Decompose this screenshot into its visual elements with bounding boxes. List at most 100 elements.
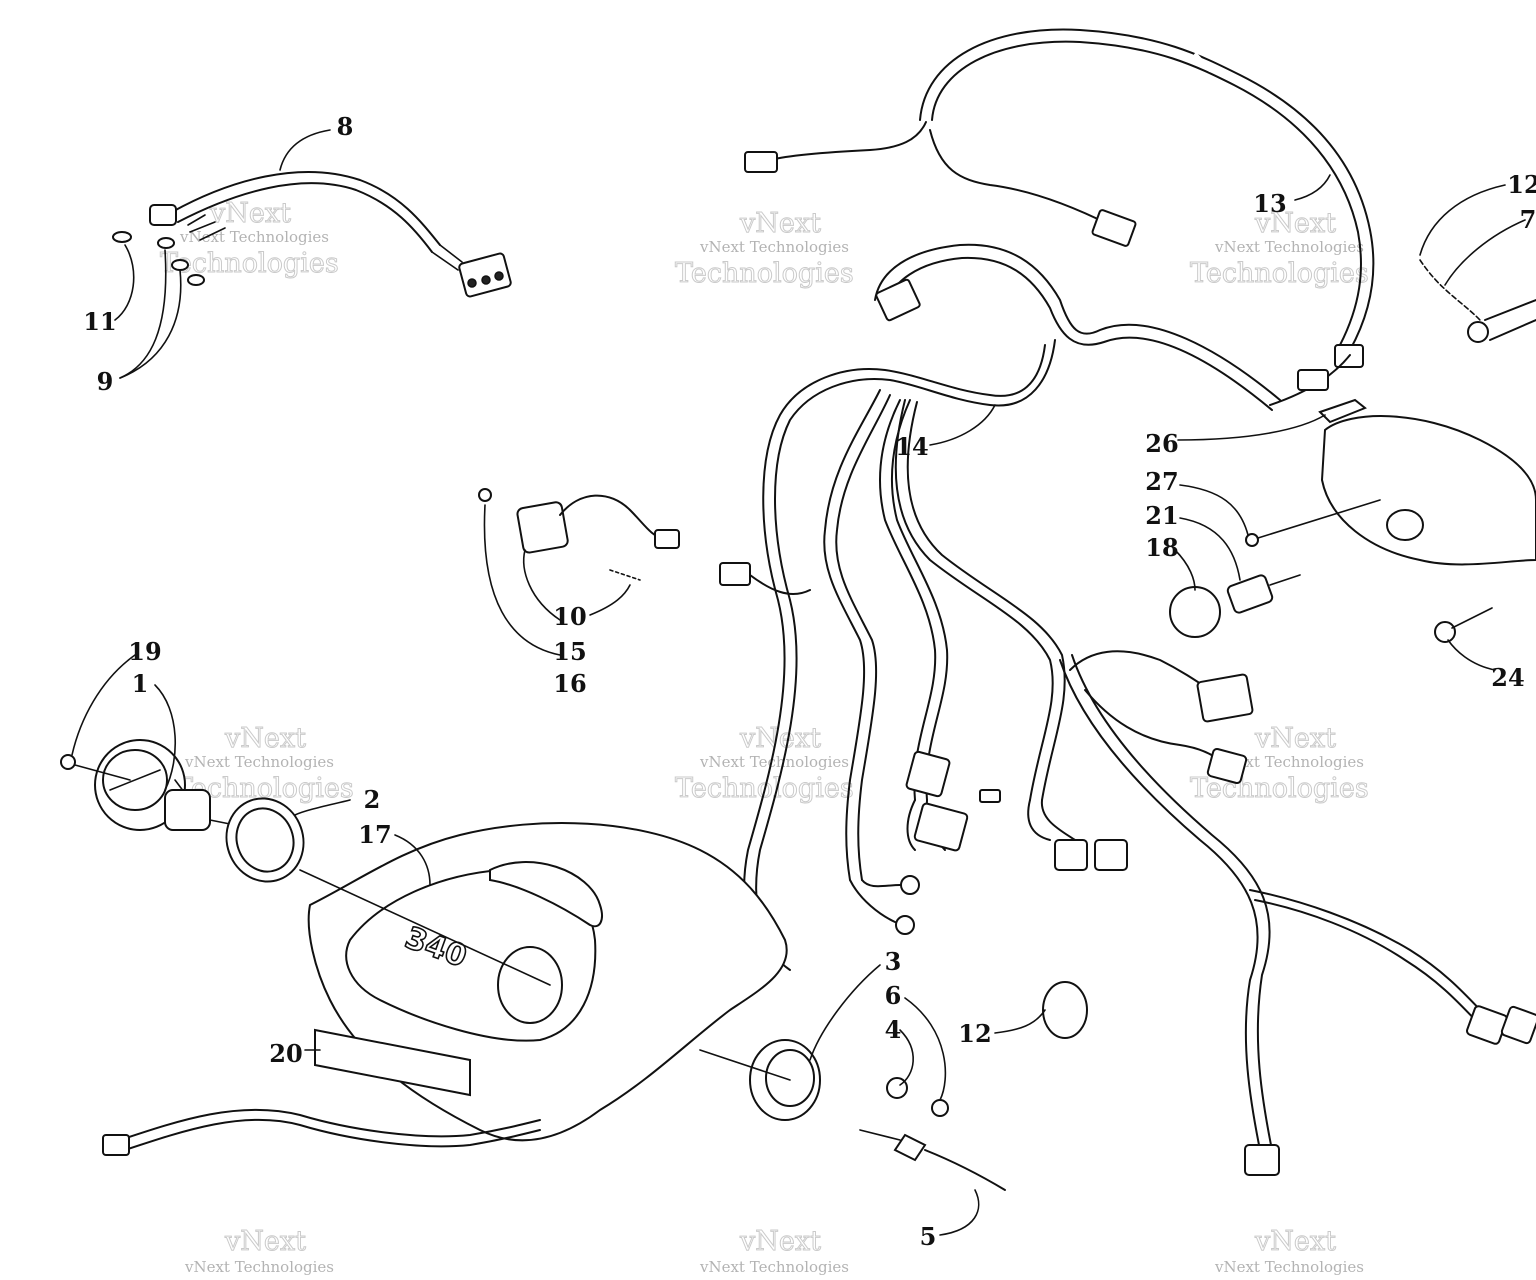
connector-icon — [1054, 839, 1088, 871]
leader-lines — [71, 129, 1526, 1236]
callout-26: 26 — [1145, 429, 1178, 458]
connector-icon — [905, 750, 951, 798]
watermark-line1: vNext — [224, 723, 306, 754]
watermark-tile: vNext vNext Technologies — [1214, 1226, 1364, 1277]
retainer-clip-icon — [1042, 981, 1088, 1039]
connector-icon — [1206, 747, 1248, 785]
watermark-line1: vNext — [739, 723, 821, 754]
connector-icon — [875, 278, 921, 322]
console-hood: 340 — [102, 822, 788, 1156]
grommet-icon — [187, 274, 205, 286]
watermark-tile: vNext vNext Technologies — [184, 1226, 334, 1277]
connector-icon — [719, 562, 751, 586]
resistor-icon — [516, 501, 569, 554]
watermark-line2: vNext Technologies — [1214, 238, 1364, 256]
part-3-gauge — [699, 1039, 1006, 1191]
callout-13: 13 — [1253, 189, 1286, 218]
connector-icon — [1091, 209, 1137, 247]
connector-icon — [1500, 1005, 1536, 1045]
watermark-line2: vNext Technologies — [699, 753, 849, 771]
watermark-line2: vNext Technologies — [1214, 753, 1364, 771]
callout-2: 2 — [364, 785, 381, 814]
watermark-line1: vNext — [739, 1226, 821, 1257]
callout-15: 15 — [553, 637, 586, 666]
watermark-tile: vNext vNext Technologies Technologies — [1190, 208, 1370, 290]
callout-12-upper: 12 — [1507, 170, 1536, 199]
watermark-line2: vNext Technologies — [1214, 1258, 1364, 1276]
callout-17: 17 — [358, 820, 391, 849]
fuse-icon — [979, 789, 1001, 803]
screw-head-icon — [1434, 621, 1456, 643]
watermark-line1: vNext — [1254, 723, 1336, 754]
watermark-line2: vNext Technologies — [184, 1258, 334, 1276]
callout-24: 24 — [1491, 663, 1524, 692]
watermark-line1: vNext — [739, 208, 821, 239]
grommet-icon — [157, 237, 175, 249]
cable-end-icon — [893, 1133, 927, 1162]
connector-icon — [102, 1134, 130, 1156]
watermark-tile: vNext vNext Technologies Technologies — [1190, 723, 1370, 805]
gauge-face-icon — [765, 1049, 815, 1107]
switch-icon — [1226, 574, 1274, 614]
socket-icon — [1386, 509, 1424, 541]
callout-9: 9 — [97, 367, 114, 396]
watermark-line2: vNext Technologies — [179, 228, 329, 246]
watermark-line3: Technologies — [160, 248, 339, 279]
callout-5: 5 — [920, 1222, 937, 1251]
callout-14: 14 — [895, 432, 928, 461]
connector-icon — [1196, 673, 1254, 723]
callout-16: 16 — [553, 669, 586, 698]
part-14-harness — [719, 243, 1536, 1176]
part-1-gauge — [60, 739, 231, 831]
callout-3: 3 — [885, 947, 902, 976]
watermark-line1: vNext — [224, 1226, 306, 1257]
connector-icon — [1244, 1144, 1280, 1176]
connector-icon — [913, 802, 969, 852]
callout-11: 11 — [83, 307, 116, 336]
ring-terminal-icon — [895, 915, 915, 935]
part-2-ring — [225, 797, 305, 883]
light-housing-icon — [1320, 415, 1536, 566]
watermark-tile: vNext vNext Technologies — [699, 1226, 849, 1277]
right-side-assembly — [1169, 259, 1536, 643]
callout-21: 21 — [1145, 501, 1178, 530]
watermark-line1: vNext — [1254, 208, 1336, 239]
callout-12-lower: 12 — [958, 1019, 991, 1048]
screw-head-icon — [1245, 533, 1259, 547]
bezel-ring-inner-icon — [235, 807, 295, 873]
clip-icon — [1318, 398, 1367, 424]
screw-head-icon — [60, 754, 76, 770]
part-13-harness — [744, 28, 1375, 406]
part-8-harness — [112, 171, 512, 298]
connector-icon — [1297, 369, 1329, 391]
callout-7: 7 — [1520, 205, 1536, 234]
callout-4: 4 — [885, 1015, 902, 1044]
grommet-icon — [171, 259, 189, 271]
watermark-tile: vNext vNext Technologies Technologies — [675, 208, 855, 290]
connector-icon — [744, 151, 778, 173]
connector-icon — [1466, 1005, 1508, 1045]
callout-20: 20 — [269, 1039, 302, 1068]
gauge-body-icon — [164, 789, 211, 831]
watermark-tile: vNext vNext Technologies Technologies — [160, 198, 340, 280]
gasket-icon — [1169, 586, 1221, 638]
connector-icon — [654, 529, 680, 549]
gauge-opening-icon — [497, 946, 563, 1024]
callout-27: 27 — [1145, 467, 1178, 496]
callout-10: 10 — [553, 602, 586, 631]
nut-icon — [931, 1099, 949, 1117]
watermark-line3: Technologies — [1190, 258, 1369, 289]
screw-head-icon — [478, 488, 492, 502]
connector-icon — [1094, 839, 1128, 871]
decal-icon — [314, 1028, 471, 1097]
hood-vent-icon — [489, 861, 603, 928]
watermark-group: vNext vNext Technologies Technologies vN… — [160, 198, 1370, 1277]
watermark-line1: vNext — [1254, 1226, 1336, 1257]
part-12-clip — [1042, 981, 1088, 1039]
callout-8: 8 — [337, 112, 354, 141]
watermark-line2: vNext Technologies — [184, 753, 334, 771]
part-15-16-bracket — [478, 488, 680, 581]
watermark-line2: vNext Technologies — [699, 1258, 849, 1276]
